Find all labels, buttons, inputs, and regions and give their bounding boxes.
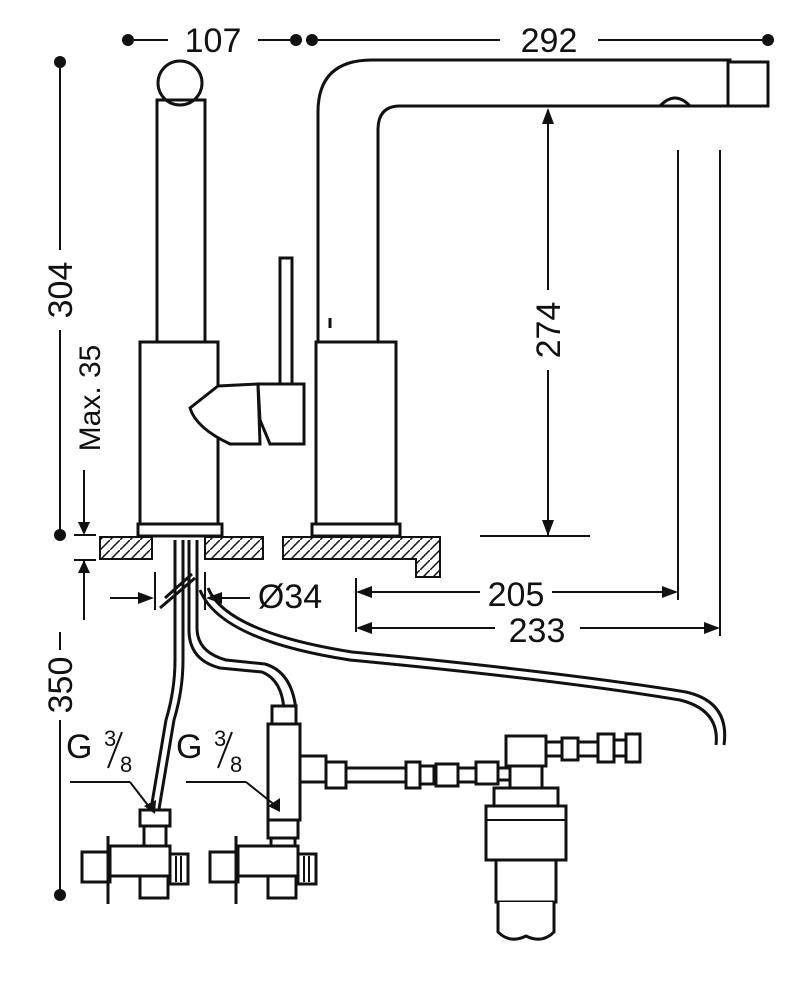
deck-thickness-dimension: Max. 35 — [74, 345, 107, 620]
dim-233-label: 233 — [509, 612, 566, 650]
reach-dimension-292: 292 — [306, 22, 774, 60]
hole-diameter-dimension: Ø34 — [110, 572, 322, 616]
max-35-label: Max. 35 — [74, 345, 107, 452]
right-fraction-num: 3 — [214, 726, 226, 751]
height-dimension-304: 304 — [42, 56, 80, 541]
right-g-letter: G — [176, 728, 202, 766]
left-fraction-num: 3 — [104, 726, 116, 751]
worktop-section — [99, 536, 441, 578]
connection-label-right: G 3 8 — [176, 726, 280, 812]
dim-205-label: 205 — [488, 576, 545, 614]
tee-connector — [266, 704, 436, 822]
hose-length-dimension-350: 350 — [42, 632, 80, 901]
dim-304-label: 304 — [42, 262, 80, 319]
diameter-34-label: Ø34 — [258, 578, 322, 616]
faucet-body-right — [310, 340, 402, 538]
spout — [316, 58, 770, 342]
overall-depth-dimension-233: 233 — [356, 612, 720, 650]
flexible-hoses — [148, 540, 727, 816]
width-dimension-107: 107 — [122, 22, 302, 60]
connection-label-left: G 3 8 — [66, 726, 156, 814]
faucet-body-left — [136, 340, 224, 538]
left-g-letter: G — [66, 728, 92, 766]
left-angle-valve — [80, 808, 190, 904]
mixer-handle — [188, 256, 306, 446]
spout-height-dimension-274: 274 — [480, 108, 590, 537]
outlet-distance-dimension-205: 205 — [355, 576, 678, 632]
water-filter-unit — [484, 732, 642, 941]
right-angle-valve — [208, 818, 318, 904]
dim-107-label: 107 — [185, 22, 242, 60]
right-fraction-den: 8 — [230, 752, 242, 777]
dim-274-label: 274 — [530, 302, 568, 359]
dim-350-label: 350 — [42, 657, 80, 714]
left-fraction-den: 8 — [120, 752, 132, 777]
lever-column — [155, 59, 207, 344]
dim-292-label: 292 — [521, 22, 578, 60]
connector-fittings — [434, 760, 512, 788]
